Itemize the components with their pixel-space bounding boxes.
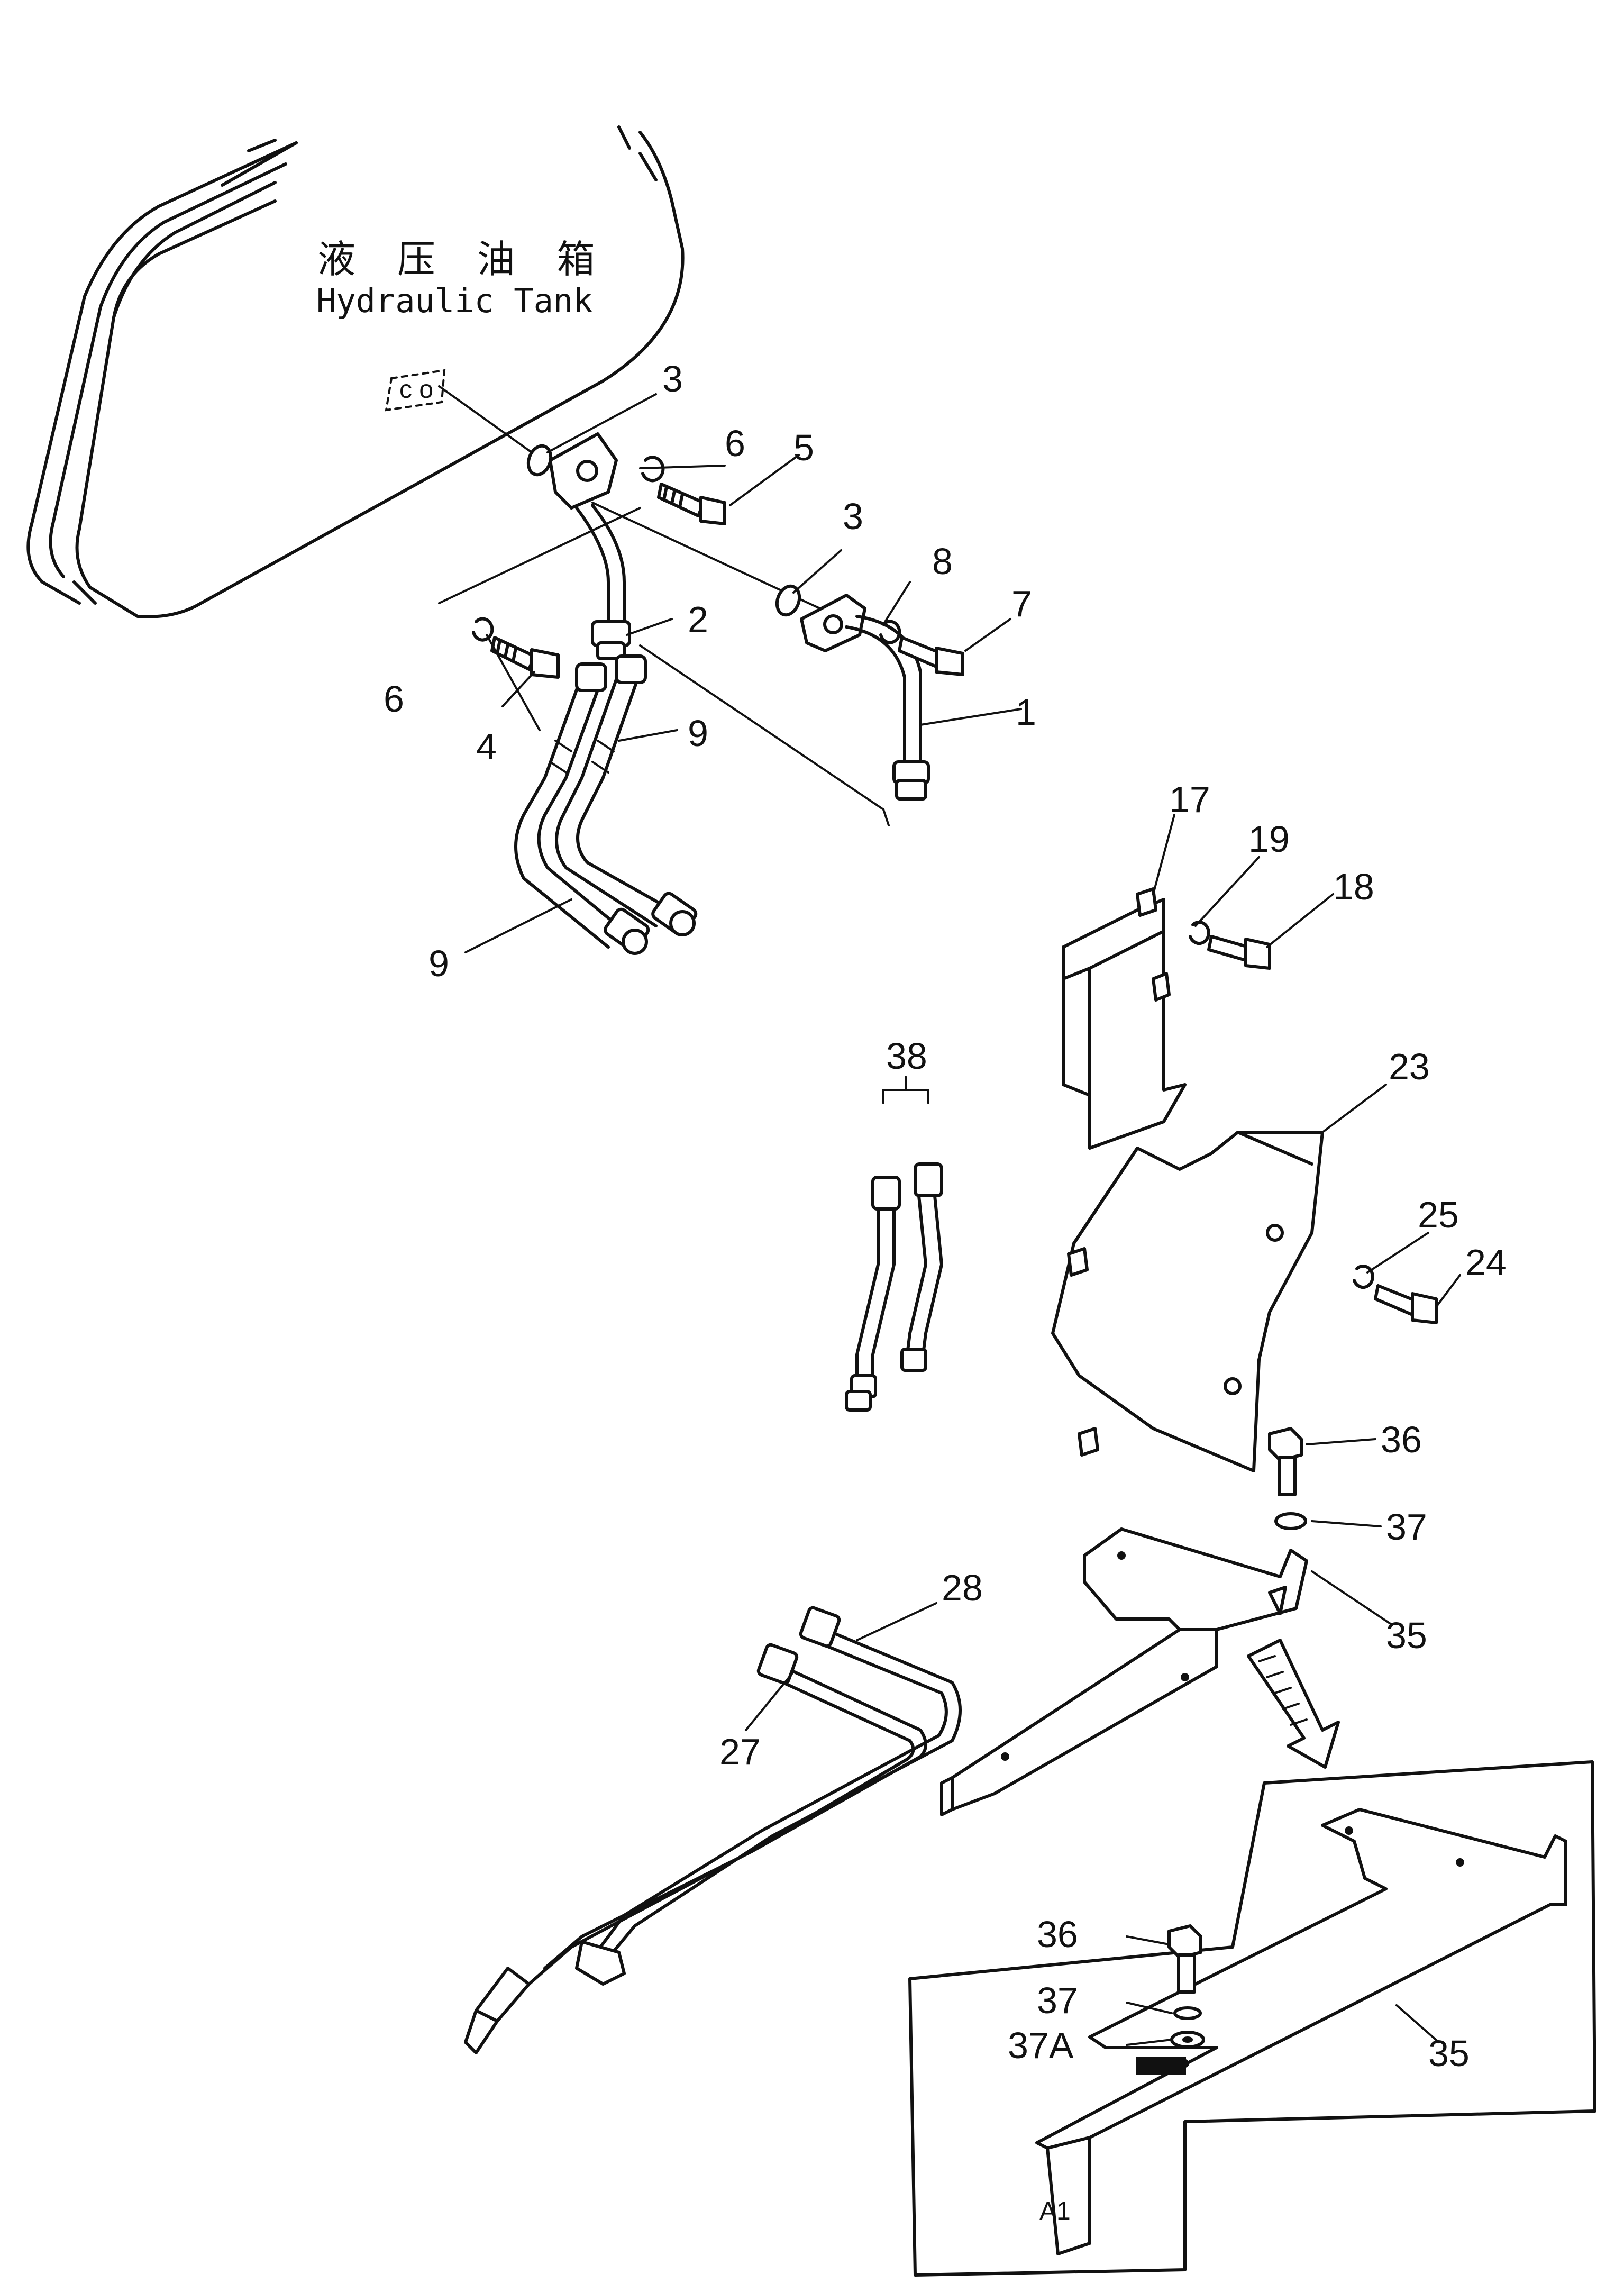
washer-19-icon: [1189, 921, 1210, 945]
bolt-36-detail-icon: [1167, 1924, 1202, 1994]
tank-label-english: Hydraulic Tank: [316, 281, 593, 320]
callout-24: 24: [1465, 1242, 1507, 1283]
callout-25: 25: [1418, 1194, 1459, 1235]
washer-37-detail-icon: [1173, 2006, 1202, 2020]
callout-35-detail: 35: [1428, 2033, 1470, 2074]
callout-36: 36: [1381, 1419, 1422, 1460]
callout-7: 7: [1011, 583, 1032, 624]
bolt-icon-2: [490, 636, 560, 679]
callout-37: 37: [1386, 1506, 1427, 1548]
callout-8: 8: [932, 541, 953, 582]
callout-27: 27: [719, 1731, 761, 1772]
bolt-36-icon: [1268, 1427, 1303, 1496]
arrow-down-icon: [1247, 1639, 1340, 1769]
callout-4: 5: [793, 427, 814, 468]
callout-18: 18: [1333, 866, 1374, 907]
callout-labels: 3 6 5 3 8 7 2 1 9 6 4 9 17 19 18 38 23 2…: [384, 358, 1507, 2074]
callout-5: 4: [476, 726, 497, 767]
spring-washer-icon-2: [472, 617, 494, 642]
callout-3-lower: 3: [843, 496, 863, 537]
bolt-18-icon: [1207, 935, 1271, 970]
hose-pair-9: [514, 654, 698, 955]
callout-37-detail: 37: [1037, 1980, 1078, 2021]
bolt-icon-3: [898, 636, 964, 676]
callout-23: 23: [1389, 1046, 1430, 1087]
bracket-17: [1062, 887, 1187, 1150]
callout-35: 35: [1386, 1615, 1427, 1656]
tubes-27-28: [464, 1606, 962, 2054]
callout-3: 3: [662, 358, 683, 399]
cover-23: [1051, 1131, 1324, 1472]
leader-lines: [464, 393, 1461, 2046]
bolt-24-icon: [1374, 1284, 1438, 1324]
callout-2: 2: [688, 599, 708, 640]
hydraulic-tank: 液 压 油 箱 Hydraulic Tank c o: [26, 125, 685, 618]
callout-17: 17: [1169, 779, 1210, 820]
detail-panel: A1: [908, 1760, 1596, 2277]
port-mark: c o: [399, 376, 433, 404]
callout-6: 6: [725, 423, 745, 464]
callout-38: 38: [886, 1035, 927, 1077]
callout-6-lower: 6: [384, 678, 404, 720]
callout-36-detail: 36: [1037, 1914, 1078, 1955]
callout-19: 19: [1248, 818, 1290, 860]
bracket-35-upper: [940, 1527, 1308, 1816]
washer-25-icon: [1353, 1265, 1374, 1289]
callout-37A: 37A: [1008, 2025, 1074, 2066]
callout-1: 1: [1016, 692, 1036, 733]
hose-pair-38: [845, 1076, 943, 1412]
callout-9-lower: 9: [428, 943, 449, 984]
spring-washer-icon: [641, 456, 665, 483]
callout-28: 28: [942, 1567, 983, 1608]
fragment-text: A1: [1039, 2197, 1071, 2225]
upper-tube-assembly: [438, 385, 964, 826]
washer-37-icon: [1274, 1512, 1307, 1530]
callout-9: 9: [688, 713, 708, 754]
bolt-icon: [657, 483, 726, 525]
tank-label-chinese: 液 压 油 箱: [317, 237, 610, 281]
